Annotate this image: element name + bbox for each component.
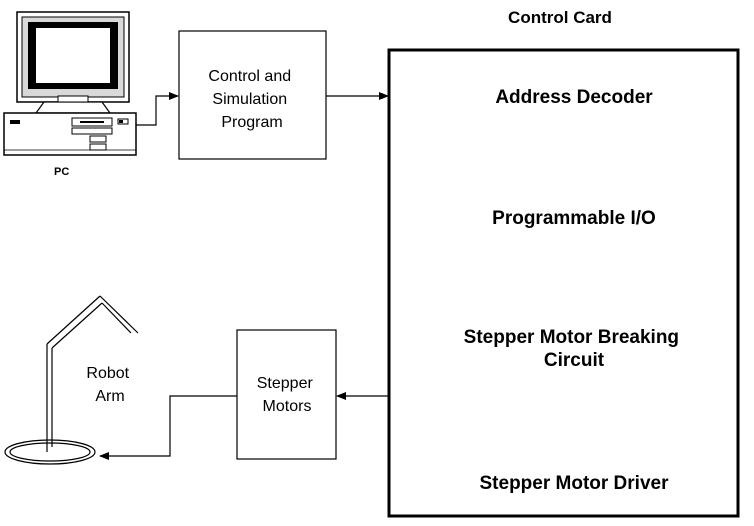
robot-arm-line-2: Arm: [95, 388, 124, 405]
pc-label: PC: [54, 166, 69, 178]
control-card-title: Control Card: [508, 8, 612, 27]
stepper-motors-text: Stepper Motors: [257, 375, 318, 415]
robot-arm-icon: [4, 295, 139, 465]
breaking-circuit-line-1: Stepper Motor Breaking: [464, 327, 679, 348]
pc-icon: [3, 11, 137, 156]
breaking-circuit-line-2: Circuit: [544, 350, 605, 371]
robot-arm-label: Robot Arm: [86, 365, 133, 405]
stepper-motors-line-2: Motors: [263, 398, 312, 415]
robot-arm-line-1: Robot: [86, 365, 129, 382]
stepper-motors-box: [236, 329, 337, 460]
stepper-motors-line-1: Stepper: [257, 375, 314, 392]
programmable-io-label: Programmable I/O: [492, 208, 656, 229]
motor-driver-label: Stepper Motor Driver: [480, 473, 670, 494]
control-card-box: [387, 48, 740, 518]
program-line-2: Simulation: [212, 91, 287, 108]
motors-to-robot-arrow: [99, 395, 237, 460]
address-decoder-label: Address Decoder: [495, 87, 653, 108]
program-box: [178, 30, 327, 160]
pc-to-program-arrow: [136, 92, 179, 126]
breaking-circuit-label: Stepper Motor Breaking Circuit: [464, 327, 685, 371]
program-box-text: Control and Simulation Program: [208, 68, 295, 131]
program-line-3: Program: [221, 114, 282, 131]
program-line-1: Control and: [208, 68, 291, 85]
